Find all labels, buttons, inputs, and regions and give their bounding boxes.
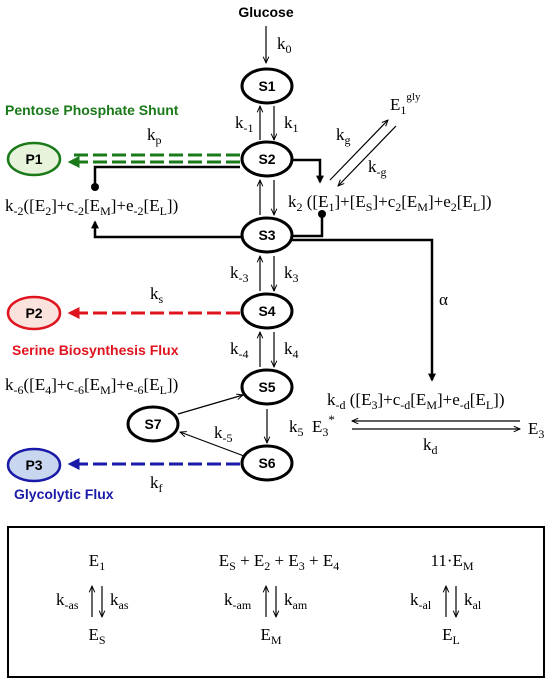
- svg-text:k-am: k-am: [224, 590, 252, 612]
- rate-k-4: k-4: [230, 339, 249, 361]
- svg-text:kas: kas: [110, 590, 129, 612]
- legend-col-3: 11·EM k-al kal EL: [410, 551, 482, 647]
- arrow-s7-s5: [177, 395, 243, 415]
- legend-col-2: ES + E2 + E3 + E4 k-am kam EM: [219, 551, 340, 647]
- alpha-arrow: [292, 238, 436, 382]
- svg-text:11·EM: 11·EM: [430, 551, 473, 573]
- rate-k-3: k-3: [230, 263, 249, 285]
- rate-k0: k0: [277, 34, 292, 56]
- arrow-k-5: [180, 432, 245, 457]
- rate-kp: kp: [147, 125, 162, 147]
- label-glycolytic: Glycolytic Flux: [14, 486, 114, 502]
- node-s2: S2: [240, 140, 294, 178]
- node-p1: P1: [6, 141, 62, 177]
- rate-k-d-expression: k-d ([E3]+c-d[EM]+e-d[EL]): [327, 390, 505, 412]
- svg-text:S4: S4: [258, 303, 275, 319]
- node-s5: S5: [240, 368, 294, 406]
- svg-text:S3: S3: [258, 227, 275, 243]
- node-p2: P2: [6, 295, 62, 331]
- svg-text:EM: EM: [260, 625, 281, 647]
- s3-backflux-arrow: [91, 220, 242, 239]
- node-s3: S3: [240, 216, 294, 254]
- s3-modifier-dot: [318, 210, 326, 218]
- rate-k-6-expression: k-6([E4]+c-6[EM]+e-6[EL]): [5, 375, 178, 397]
- label-alpha: α: [439, 290, 448, 309]
- s2-modifier-line: [93, 165, 240, 187]
- svg-text:ES: ES: [88, 625, 105, 647]
- s2-k2-arrow: [292, 158, 324, 184]
- arrow-kg: [329, 120, 388, 181]
- node-s1: S1: [240, 67, 294, 105]
- rate-k-5: k-5: [214, 423, 233, 445]
- rate-k4: k4: [284, 339, 299, 361]
- rate-k2-expression: k2 ([E1]+[ES]+c2[EM]+e2[EL]): [288, 192, 491, 214]
- rate-kg: kg: [336, 125, 351, 147]
- label-serine: Serine Biosynthesis Flux: [12, 342, 179, 358]
- rate-k-1: k-1: [235, 113, 254, 135]
- s2-modifier-dot: [91, 183, 99, 191]
- svg-text:S6: S6: [258, 455, 275, 471]
- svg-text:k-al: k-al: [410, 590, 432, 612]
- s3-modifier-line: [292, 214, 324, 238]
- svg-text:ES + E2 + E3 + E4: ES + E2 + E3 + E4: [219, 551, 340, 573]
- svg-text:EL: EL: [442, 625, 460, 647]
- svg-text:P3: P3: [25, 457, 42, 473]
- svg-text:kal: kal: [464, 590, 482, 612]
- svg-text:S2: S2: [258, 151, 275, 167]
- rate-kf: kf: [150, 473, 163, 495]
- svg-text:S1: S1: [258, 78, 275, 94]
- rate-kd: kd: [423, 435, 438, 457]
- node-s4: S4: [240, 292, 294, 330]
- node-s7: S7: [126, 405, 180, 443]
- svg-text:E1: E1: [89, 551, 105, 573]
- node-p3: P3: [6, 447, 62, 483]
- svg-text:P1: P1: [25, 151, 42, 167]
- svg-text:S5: S5: [258, 379, 275, 395]
- rate-ks: ks: [150, 284, 164, 306]
- rate-k5: k5: [289, 417, 304, 439]
- enzyme-e3: E3: [528, 419, 544, 441]
- svg-text:k-as: k-as: [56, 590, 79, 612]
- label-pentose: Pentose Phosphate Shunt: [5, 102, 179, 118]
- svg-text:S7: S7: [144, 416, 161, 432]
- svg-text:kam: kam: [284, 590, 308, 612]
- enzyme-e3-star: E3*: [312, 412, 335, 439]
- enzyme-e1gly: E1gly: [390, 91, 421, 117]
- legend-col-1: E1 k-as kas ES: [56, 551, 129, 647]
- svg-text:P2: P2: [25, 305, 42, 321]
- rate-k-g: k-g: [368, 157, 387, 179]
- rate-k1: k1: [284, 113, 299, 135]
- rate-k-2-expression: k-2([E2]+c-2[EM]+e-2[EL]): [5, 196, 178, 218]
- node-s6: S6: [240, 444, 294, 482]
- rate-k3: k3: [284, 263, 299, 285]
- p1-fill: [6, 141, 62, 177]
- title-glucose: Glucose: [238, 4, 293, 20]
- arrow-k-g: [338, 125, 397, 186]
